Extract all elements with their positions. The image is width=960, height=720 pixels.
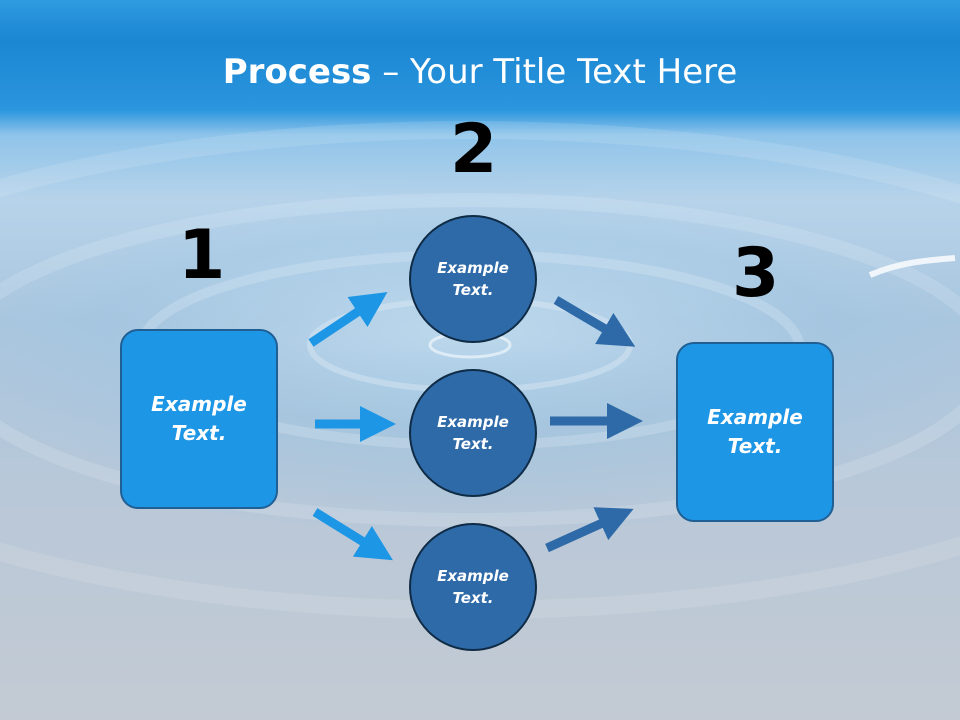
circle-top-text: Example Text.: [437, 258, 509, 300]
slide-title: Process – Your Title Text Here: [0, 52, 960, 92]
step-number-3: 3: [732, 234, 780, 313]
step-number-2: 2: [450, 110, 498, 189]
circle-top: Example Text.: [409, 215, 537, 343]
circle-bottom: Example Text.: [409, 523, 537, 651]
arrow-left-to-top: [308, 292, 388, 347]
circle-middle-text: Example Text.: [437, 412, 509, 454]
arrow-left-to-bottom: [312, 508, 393, 561]
title-rest: – Your Title Text Here: [371, 52, 738, 92]
right-box-text: Example Text.: [707, 405, 803, 458]
title-bold: Process: [222, 52, 372, 92]
circle-bottom-text: Example Text.: [437, 566, 509, 608]
arrow-top-to-right: [553, 296, 636, 347]
left-box-text: Example Text.: [151, 392, 247, 445]
right-process-box: Example Text.: [676, 342, 834, 522]
arrow-bottom-to-right: [545, 507, 634, 553]
step-number-1: 1: [178, 216, 226, 295]
left-process-box: Example Text.: [120, 329, 278, 509]
circle-middle: Example Text.: [409, 369, 537, 497]
